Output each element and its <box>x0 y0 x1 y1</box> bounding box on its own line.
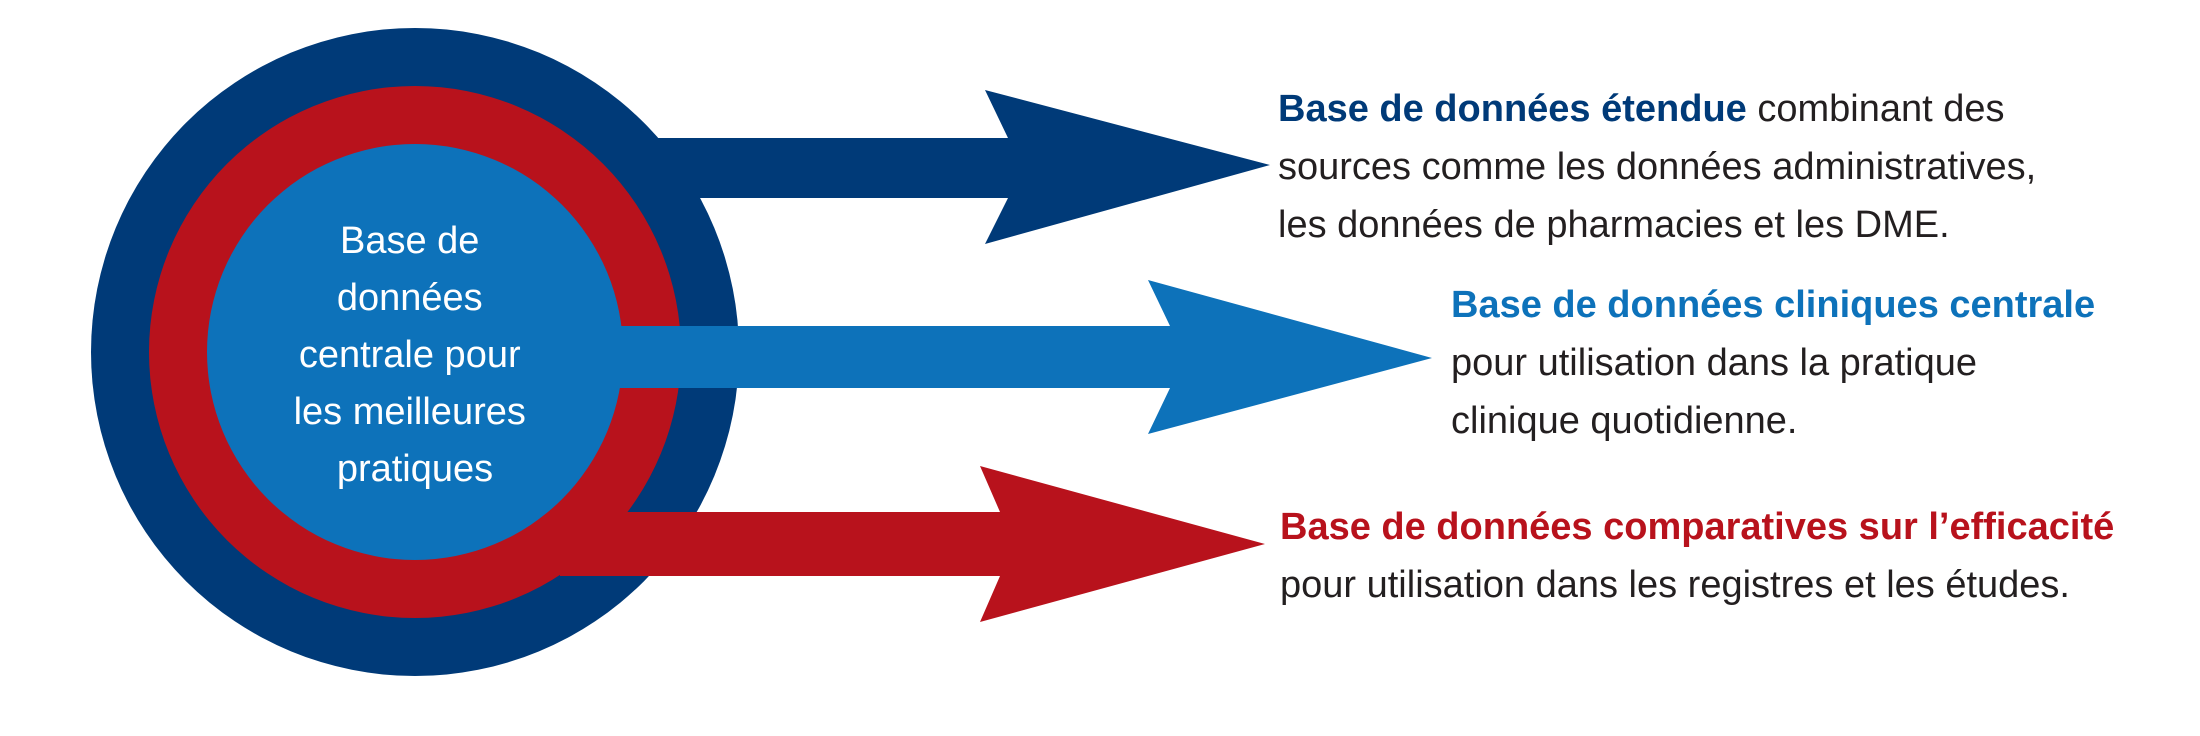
item-clinical-database: Base de données cliniques centrale pour … <box>1451 276 2095 450</box>
center-label: Base de données centrale pour les meille… <box>294 220 537 490</box>
item-line: Base de données cliniques centrale <box>1451 276 2095 334</box>
center-line: les meilleures <box>294 391 526 433</box>
inner-circle <box>207 144 623 560</box>
arrow-middle <box>600 280 1432 434</box>
item-line: pour utilisation dans les registres et l… <box>1280 564 2070 606</box>
item-lead: Base de données étendue <box>1278 88 1747 130</box>
item-line: Base de données comparatives sur l’effic… <box>1280 498 2114 556</box>
item-line: sources comme les données administrative… <box>1278 146 2037 188</box>
item-lead: Base de données comparatives sur l’effic… <box>1280 506 2115 548</box>
center-line: données <box>337 277 483 319</box>
center-line: Base de <box>340 220 479 262</box>
item-lead: Base de données cliniques centrale <box>1451 284 2096 326</box>
item-line: les données de pharmacies et les DME. <box>1278 204 1950 246</box>
center-line: centrale pour <box>299 334 521 376</box>
item-extended-database: Base de données étendue combinant des so… <box>1278 80 2036 254</box>
item-comparative-database: Base de données comparatives sur l’effic… <box>1280 498 2114 614</box>
item-line: Base de données étendue combinant des <box>1278 80 2036 138</box>
item-line: clinique quotidienne. <box>1451 400 1798 442</box>
item-rest-first: combinant des <box>1757 88 2005 130</box>
arrow-top <box>655 90 1270 244</box>
item-line: pour utilisation dans la pratique <box>1451 342 1978 384</box>
center-line: pratiques <box>337 448 493 490</box>
arrow-bottom <box>560 466 1265 622</box>
